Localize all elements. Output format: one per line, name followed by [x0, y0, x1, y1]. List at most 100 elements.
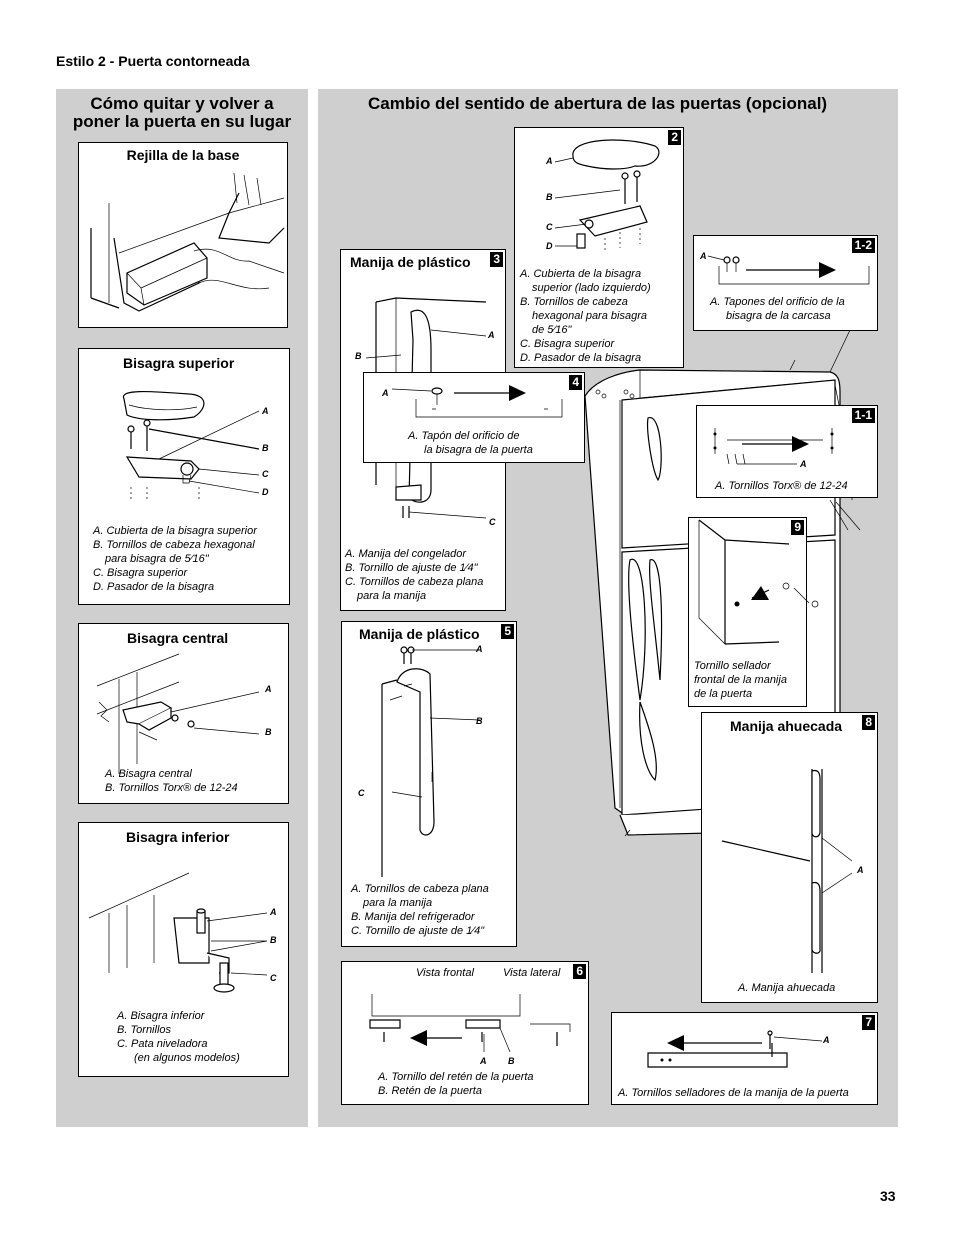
caption-a: A. Bisagra inferior [117, 1010, 205, 1022]
caption-line1: Tornillo sellador [694, 660, 771, 672]
view-front-label: Vista frontal [416, 967, 474, 979]
figure-7-captions: A. Tornillos selladores de la manija de … [618, 1086, 849, 1100]
figure-3-title: Manija de plástico [350, 254, 471, 270]
left-panel-title: Cómo quitar y volver a poner la puerta e… [56, 95, 308, 131]
figure-3-captions: A. Manija del congelador B. Tornillo de … [345, 547, 483, 603]
caption-b: B. Manija del refrigerador [351, 911, 475, 923]
caption-c: C. Bisagra superior [520, 338, 615, 350]
caption-b: B. Retén de la puerta [378, 1085, 482, 1097]
figure-2-captions: A. Cubierta de la bisagra superior (lado… [520, 267, 651, 365]
label-b: B [265, 727, 272, 737]
caption-c-cont: (en algunos modelos) [134, 1052, 240, 1064]
bisagra-superior-figure: Bisagra superior A B C D A. Cubierta de … [78, 348, 290, 605]
figure-5-illustration [381, 646, 481, 877]
figure-8-captions: A. Manija ahuecada [738, 981, 835, 995]
caption-a: A. Tornillos selladores de la manija de … [618, 1087, 849, 1099]
figure-5-title: Manija de plástico [359, 626, 480, 642]
figure-number: 2 [668, 130, 681, 145]
label-b: B [476, 716, 483, 726]
caption-line2: frontal de la manija [694, 674, 787, 686]
caption-c: C. Pata niveladora [117, 1038, 208, 1050]
rejilla-title: Rejilla de la base [126, 147, 240, 163]
figure-4-captions: A. Tapón del orificio de la bisagra de l… [408, 429, 533, 457]
figure-2-illustration [554, 139, 660, 252]
view-side-label: Vista lateral [503, 967, 561, 979]
page-number: 33 [880, 1188, 896, 1204]
caption-c: C. Tornillo de ajuste de 1⁄4" [351, 925, 485, 937]
rejilla-illustration [90, 172, 285, 312]
label-c: C [358, 788, 365, 798]
caption-b: B. Tornillo de ajuste de 1⁄4" [345, 562, 478, 574]
figure-4-illustration [391, 385, 563, 418]
section-title: Estilo 2 - Puerta contorneada [56, 53, 250, 69]
figure-number: 1-2 [851, 238, 875, 253]
label-a: A [270, 907, 277, 917]
figure-6: 6 Vista frontal Vista lateral A B A. Tor… [341, 961, 589, 1105]
bisagra-inferior-title: Bisagra inferior [126, 829, 230, 845]
label-a: A [262, 406, 269, 416]
label-b: B [355, 351, 362, 361]
caption-a: A. Tapones del orificio de la [710, 296, 845, 308]
bisagra-inferior-figure: Bisagra inferior A B C A. Bisagra inferi… [78, 822, 289, 1077]
caption-a: A. Tornillos de cabeza plana [351, 883, 489, 895]
figure-6-captions: A. Tornillo del retén de la puerta B. Re… [378, 1070, 534, 1098]
figure-number: 7 [862, 1015, 875, 1030]
label-a: A [488, 330, 495, 340]
figure-number: 6 [573, 964, 586, 979]
label-a: A [476, 644, 483, 654]
bisagra-central-illustration [96, 653, 260, 774]
caption-b: B. Tornillos de cabeza hexagonal [93, 539, 255, 551]
caption-a: A. Bisagra central [105, 768, 192, 780]
label-c: C [262, 469, 269, 479]
label-a: A [857, 865, 864, 875]
caption-b-cont: hexagonal para bisagra [532, 310, 647, 322]
right-panel-title: Cambio del sentido de abertura de las pu… [368, 94, 828, 113]
figure-4: 4 A A. Tapón del orificio de la bisagra … [363, 372, 585, 463]
caption-a-cont: bisagra de la carcasa [726, 310, 831, 322]
label-b: B [270, 935, 277, 945]
label-a: A [265, 684, 272, 694]
figure-number: 5 [501, 624, 514, 639]
figure-1-1: 1-1 A A. Tornillos Torx® de 12-24 [696, 405, 878, 498]
caption-a: A. Manija ahuecada [738, 982, 836, 994]
caption-b: B. Tornillos Torx® de 12-24 [105, 782, 238, 794]
label-d: D [546, 241, 553, 251]
label-a: A [700, 251, 707, 261]
figure-9-illustration [698, 519, 819, 645]
label-a: A [823, 1035, 830, 1045]
caption-a: A. Cubierta de la bisagra superior [93, 525, 257, 537]
caption-a: A. Tornillo del retén de la puerta [378, 1071, 534, 1083]
caption-b-cont: para bisagra de 5⁄16" [105, 553, 209, 565]
left-title-line2: poner la puerta en su lugar [72, 112, 292, 131]
label-a: A [800, 459, 807, 469]
figure-1-1-captions: A. Tornillos Torx® de 12-24 [715, 479, 848, 493]
figure-9-captions: Tornillo sellador frontal de la manija d… [694, 659, 787, 701]
label-c: C [270, 973, 277, 983]
bisagra-superior-illustration [122, 390, 260, 499]
label-b: B [262, 443, 269, 453]
caption-d: D. Pasador de la bisagra [520, 352, 642, 364]
caption-a: A. Manija del congelador [345, 548, 467, 560]
caption-b: B. Tornillos de cabeza [520, 296, 628, 308]
bisagra-central-captions: A. Bisagra central B. Tornillos Torx® de… [105, 767, 238, 795]
rejilla-figure: Rejilla de la base [78, 142, 288, 328]
figure-5-captions: A. Tornillos de cabeza plana para la man… [351, 882, 489, 938]
caption-a-cont: superior (lado izquierdo) [532, 282, 651, 294]
figure-number: 8 [862, 715, 875, 730]
figure-8: Manija ahuecada 8 A A. Manija ahuecada [701, 712, 878, 1003]
figure-8-illustration [721, 769, 853, 973]
bisagra-inferior-captions: A. Bisagra inferior B. Tornillos C. Pata… [117, 1009, 240, 1065]
caption-a: A. Tapón del orificio de [408, 430, 520, 442]
figure-7-illustration [647, 1030, 823, 1068]
caption-c: C. Tornillos de cabeza plana [345, 576, 484, 588]
label-b: B [546, 192, 553, 202]
bisagra-central-title: Bisagra central [127, 630, 229, 646]
figure-1-2: 1-2 A A. Tapones del orificio de la bisa… [693, 235, 878, 331]
bisagra-superior-captions: A. Cubierta de la bisagra superior B. To… [93, 524, 257, 594]
caption-c-cont: para la manija [357, 590, 427, 602]
figure-1-2-captions: A. Tapones del orificio de la bisagra de… [710, 295, 845, 323]
figure-5: Manija de plástico 5 A B C A. Tornillos … [341, 621, 517, 947]
caption-a: A. Cubierta de la bisagra [520, 268, 642, 280]
figure-number: 1-1 [851, 408, 875, 423]
caption-c: C. Bisagra superior [93, 567, 188, 579]
